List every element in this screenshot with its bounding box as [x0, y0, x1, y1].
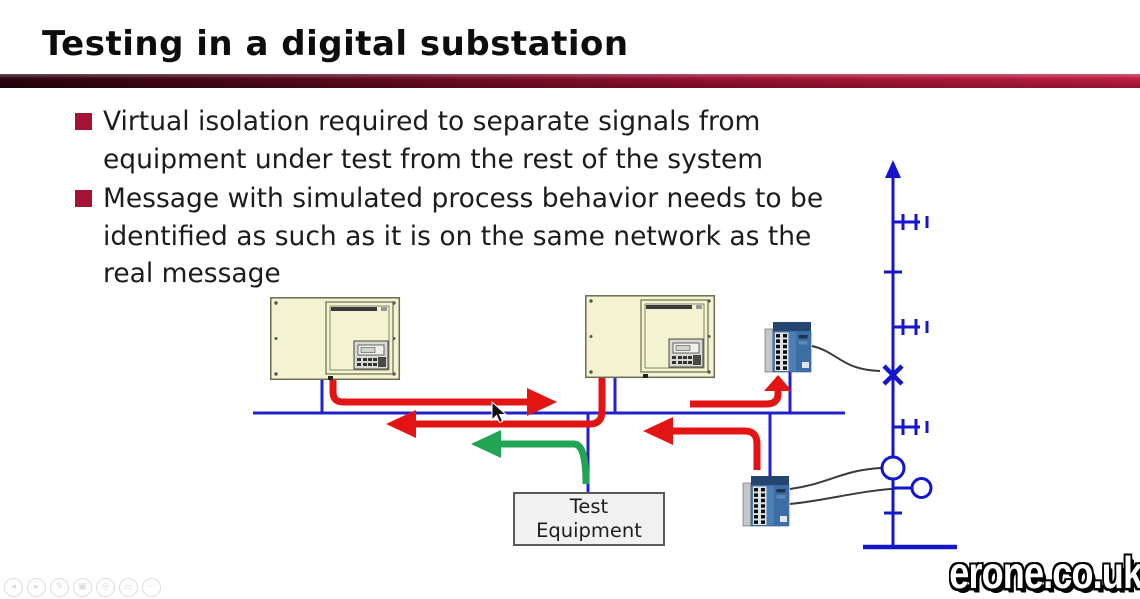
single-line-diagram: [863, 160, 957, 550]
bullet-item-2: Message with simulated process behavior …: [75, 180, 1085, 293]
ied-2: [585, 295, 716, 379]
red-arrow-up-shaft: [690, 391, 782, 408]
bullet2-line1: Message with simulated process behavior …: [103, 183, 824, 214]
bullet2-line2: identified as such as it is on the same …: [103, 220, 812, 252]
green-arrowhead-left: [471, 430, 501, 458]
network-switch-2: [742, 475, 790, 527]
bullet1-line1: Virtual isolation required to separate s…: [103, 106, 761, 137]
zoom-icon[interactable]: ◎: [96, 578, 115, 597]
test-equipment-label-line1: Test: [569, 495, 609, 518]
current-transformer-icon: [880, 455, 906, 481]
network-switch-1: [764, 321, 812, 373]
pencil-icon[interactable]: ✎: [50, 578, 69, 597]
voltage-transformer-icon: [910, 477, 933, 499]
bullet-square-icon: [75, 190, 92, 207]
bullet-item-1: Virtual isolation required to separate s…: [75, 103, 1085, 178]
mouse-cursor: [491, 400, 508, 424]
green-arrow-shaft: [501, 440, 590, 485]
accent-divider-bar: [0, 74, 1140, 88]
bullet1-line2: equipment under test from the rest of th…: [103, 143, 764, 175]
next-icon[interactable]: ▸: [27, 578, 46, 597]
bullet2-line3: real message: [103, 258, 281, 289]
watermark: erone.co.uk: [949, 548, 1140, 598]
red-arrow-left-shaft: [416, 378, 606, 428]
disconnector-icon: [893, 319, 929, 335]
screen-icon[interactable]: ▭: [119, 578, 138, 597]
slide-title: Testing in a digital substation: [42, 24, 629, 64]
player-controls: ◂ ▸ ✎ ▣ ◎ ▭ ⋯: [4, 578, 161, 597]
previous-icon[interactable]: ◂: [4, 578, 23, 597]
red-arrowhead-right: [527, 388, 557, 416]
bullet-square-icon: [75, 113, 92, 130]
disconnector-icon: [893, 419, 929, 435]
test-equipment-box: Test Equipment: [513, 492, 665, 546]
goose-message-arrows: [329, 375, 792, 485]
circuit-breaker-icon: [882, 364, 904, 386]
more-icon[interactable]: ⋯: [142, 578, 161, 597]
feeder-arrow-up-icon: [885, 160, 901, 178]
red-arrow-left2-shaft: [673, 427, 761, 470]
red-arrowhead-left2: [643, 417, 673, 445]
red-arrow-right-shaft: [329, 380, 527, 406]
ied-1: [270, 297, 401, 381]
red-arrowhead-left: [386, 410, 416, 438]
camera-icon[interactable]: ▣: [73, 578, 92, 597]
red-arrowhead-up: [764, 375, 792, 391]
test-equipment-label-line2: Equipment: [536, 519, 642, 542]
disconnector-icon: [893, 214, 929, 230]
